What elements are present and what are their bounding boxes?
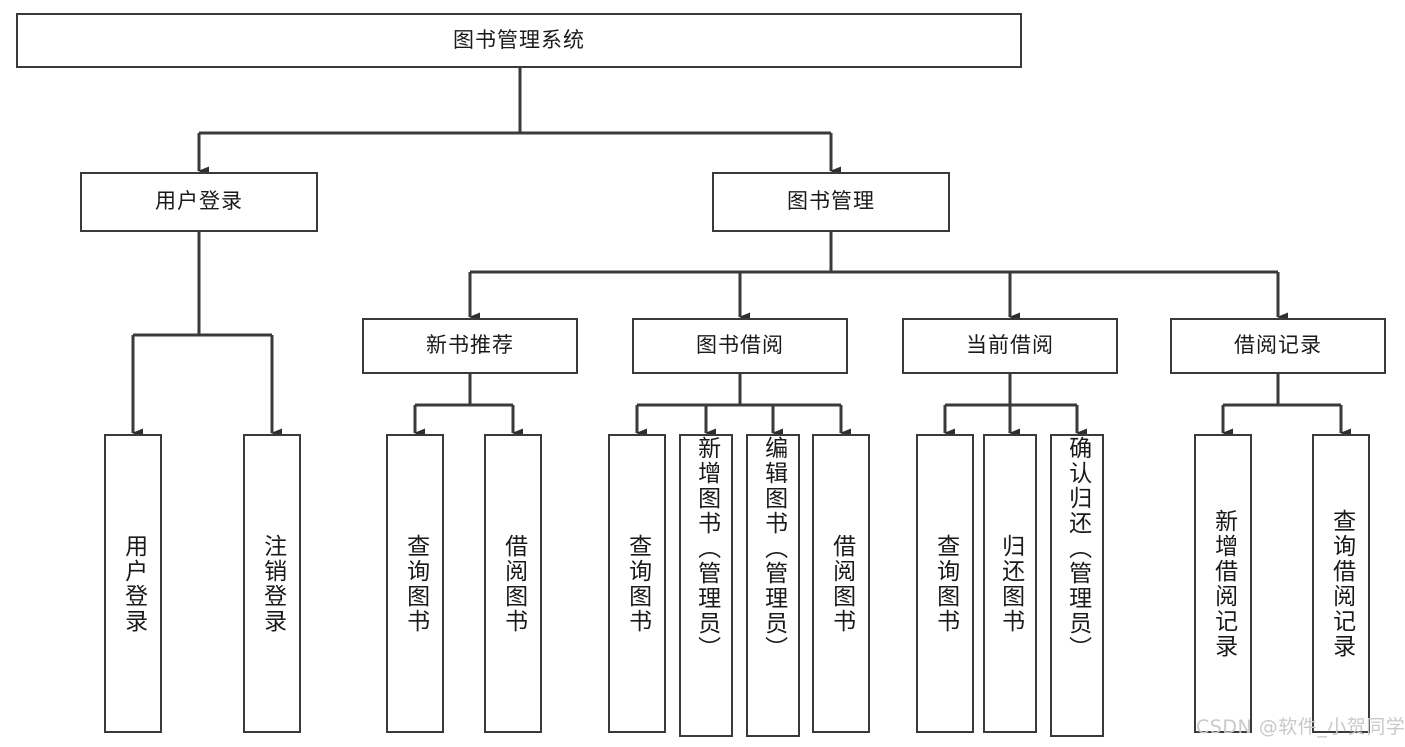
node-label: 用户登录	[155, 189, 243, 214]
node-leaf-bo-query: 查询图书	[608, 434, 666, 733]
node-leaf-logout: 注销登录	[243, 434, 301, 733]
node-leaf-nb-borrow: 借阅图书	[484, 434, 542, 733]
node-leaf-bo-edit: 编辑图书（管理员）	[746, 434, 800, 737]
node-records: 借阅记录	[1170, 318, 1386, 374]
node-label: 查询图书	[932, 533, 959, 634]
node-label: 新书推荐	[426, 333, 514, 358]
node-label: 查询图书	[402, 533, 429, 634]
node-label: 借阅记录	[1234, 333, 1322, 358]
node-borrow: 图书借阅	[632, 318, 848, 374]
node-label: 图书管理	[787, 189, 875, 214]
csdn-watermark: CSDN @软件_小贺同学	[1196, 716, 1405, 738]
node-leaf-nb-query: 查询图书	[386, 434, 444, 733]
node-label: 编辑图书（管理员）	[760, 436, 787, 661]
node-label: 用户登录	[120, 533, 147, 634]
node-leaf-bo-borrow: 借阅图书	[812, 434, 870, 733]
node-label: 归还图书	[997, 533, 1024, 634]
edge-layer	[131, 68, 1351, 438]
node-bookmgmt: 图书管理	[712, 172, 950, 232]
node-newbook: 新书推荐	[362, 318, 578, 374]
node-current: 当前借阅	[902, 318, 1118, 374]
node-label: 确认归还（管理员）	[1064, 436, 1091, 661]
node-leaf-cu-query: 查询图书	[916, 434, 974, 733]
node-leaf-re-add: 新增借阅记录	[1194, 434, 1252, 733]
node-label: 查询借阅记录	[1328, 508, 1355, 659]
node-label: 新增借阅记录	[1210, 508, 1237, 659]
node-label: 借阅图书	[828, 533, 855, 634]
node-label: 借阅图书	[500, 533, 527, 634]
node-leaf-login: 用户登录	[104, 434, 162, 733]
node-leaf-re-query: 查询借阅记录	[1312, 434, 1370, 733]
node-label: 查询图书	[624, 533, 651, 634]
node-login: 用户登录	[80, 172, 318, 232]
node-label: 图书管理系统	[453, 27, 585, 52]
node-label: 新增图书（管理员）	[693, 436, 720, 661]
node-leaf-cu-confirm: 确认归还（管理员）	[1050, 434, 1104, 737]
node-label: 注销登录	[259, 533, 286, 634]
node-root: 图书管理系统	[16, 13, 1022, 68]
node-label: 图书借阅	[696, 333, 784, 358]
node-leaf-bo-add: 新增图书（管理员）	[679, 434, 733, 737]
node-label: 当前借阅	[966, 333, 1054, 358]
node-leaf-cu-return: 归还图书	[983, 434, 1037, 733]
